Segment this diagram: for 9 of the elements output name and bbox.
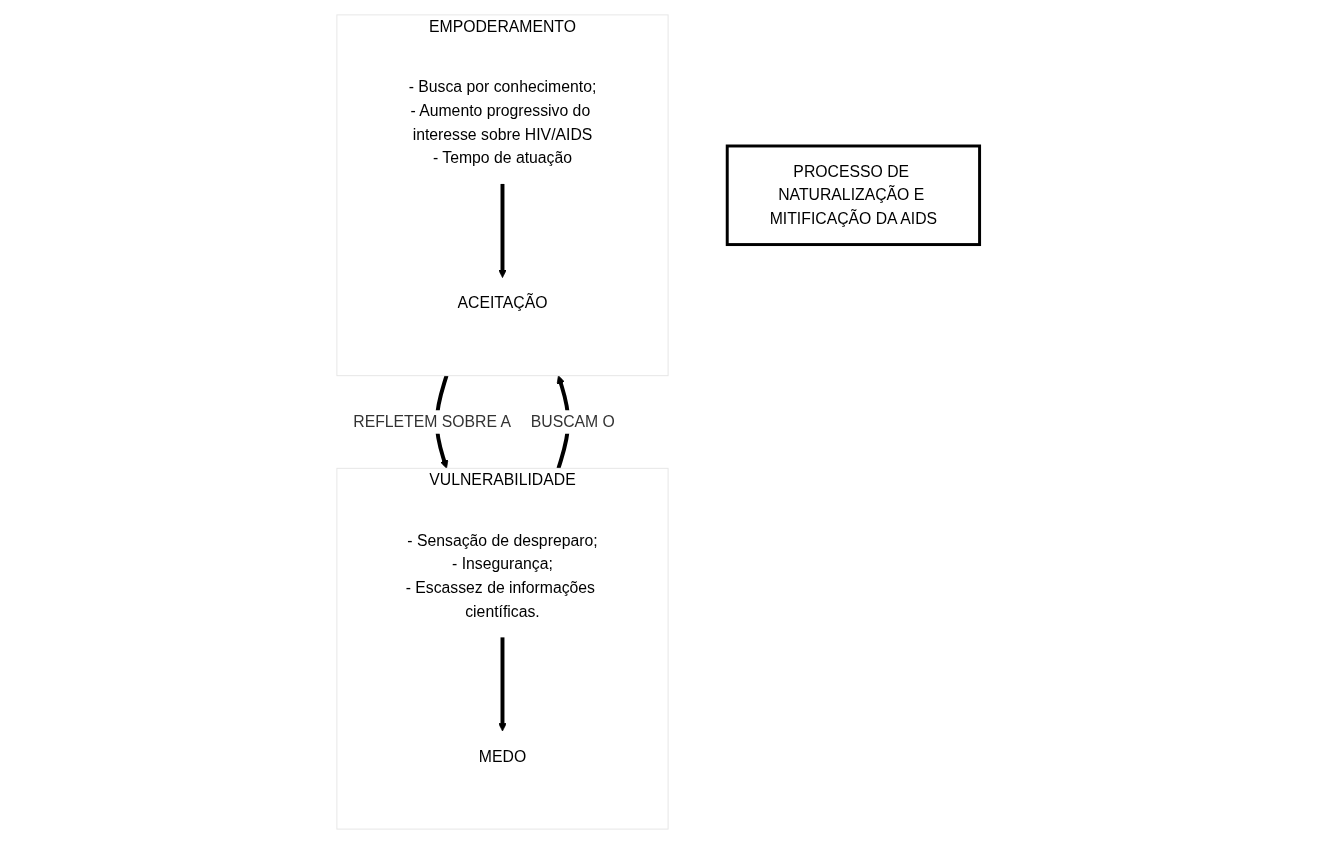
node-text: MEDO (479, 747, 527, 765)
arrow (498, 636, 508, 731)
node-text: - Sensação de despreparo; - Insegurança; - Escassez de informações científicas. (405, 531, 598, 620)
edge-label: REFLETEM SOBRE A (353, 412, 512, 430)
node-box: PROCESSO DE NATURALIZAÇÃO E MITIFICAÇÃO DA AIDS (726, 144, 982, 246)
node-text: ACEITAÇÃO (457, 293, 548, 311)
arrow (498, 183, 508, 278)
node-text: - Busca por conhecimento; - Aumento progressivo do interesse sobre HIV/AIDS - Tempo de atuação (408, 77, 597, 166)
edge-label: BUSCAM O (531, 412, 616, 430)
